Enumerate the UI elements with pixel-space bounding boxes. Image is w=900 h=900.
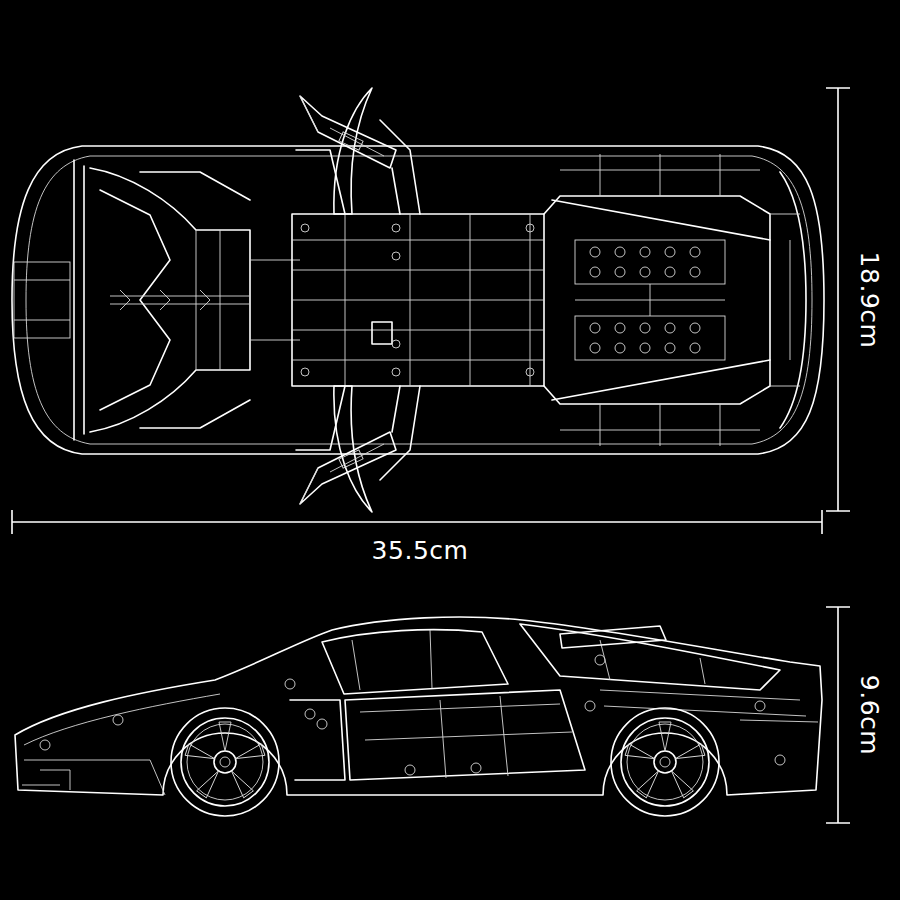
dimension-label: 18.9cm	[857, 252, 882, 349]
dimension-label: 9.6cm	[857, 675, 882, 755]
side-view	[15, 617, 822, 816]
top-view	[12, 88, 824, 512]
dimension-lines	[12, 88, 850, 823]
dimension-label: 35.5cm	[372, 538, 469, 563]
